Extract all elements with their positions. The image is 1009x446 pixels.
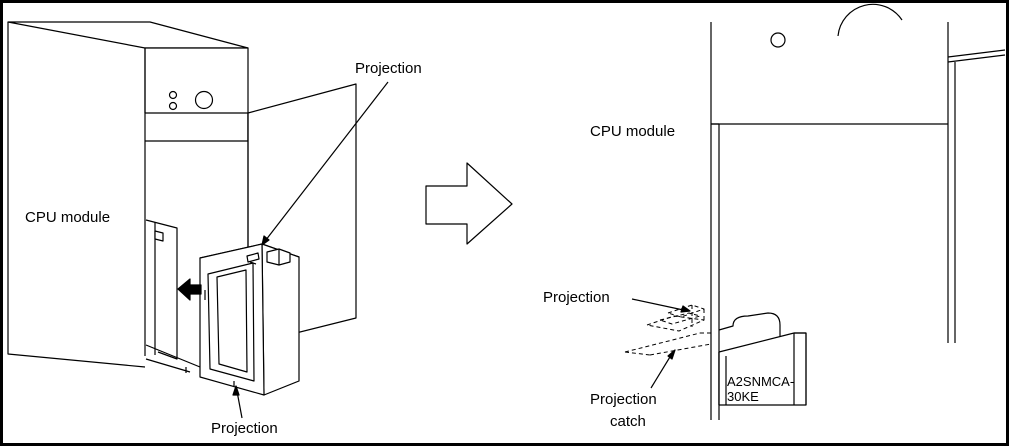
transition-arrow [425,162,513,245]
projection-label-right: Projection [543,289,610,306]
leader-lines-left [232,81,389,419]
slot-rail-left [145,219,201,373]
cpu-module-drawing-left [7,21,249,368]
insert-arrow-left [177,278,202,301]
projection-label-bottom: Projection [211,420,278,437]
hidden-projection-lines [624,304,712,356]
projection-catch-label-line2: catch [610,413,646,430]
cartridge-model-label-line2: 30KE [727,389,759,404]
cpu-module-label-right: CPU module [590,123,675,140]
projection-catch-label-line1: Projection [590,391,657,408]
cartridge-left [199,243,300,396]
cpu-module-label-left: CPU module [25,209,110,226]
leader-lines-right [631,298,691,389]
cpu-module-drawing-right [710,3,1006,420]
cartridge-model-label-line1: A2SNMCA- [727,374,794,389]
projection-label-top: Projection [355,60,422,77]
cartridge-right [718,312,807,406]
